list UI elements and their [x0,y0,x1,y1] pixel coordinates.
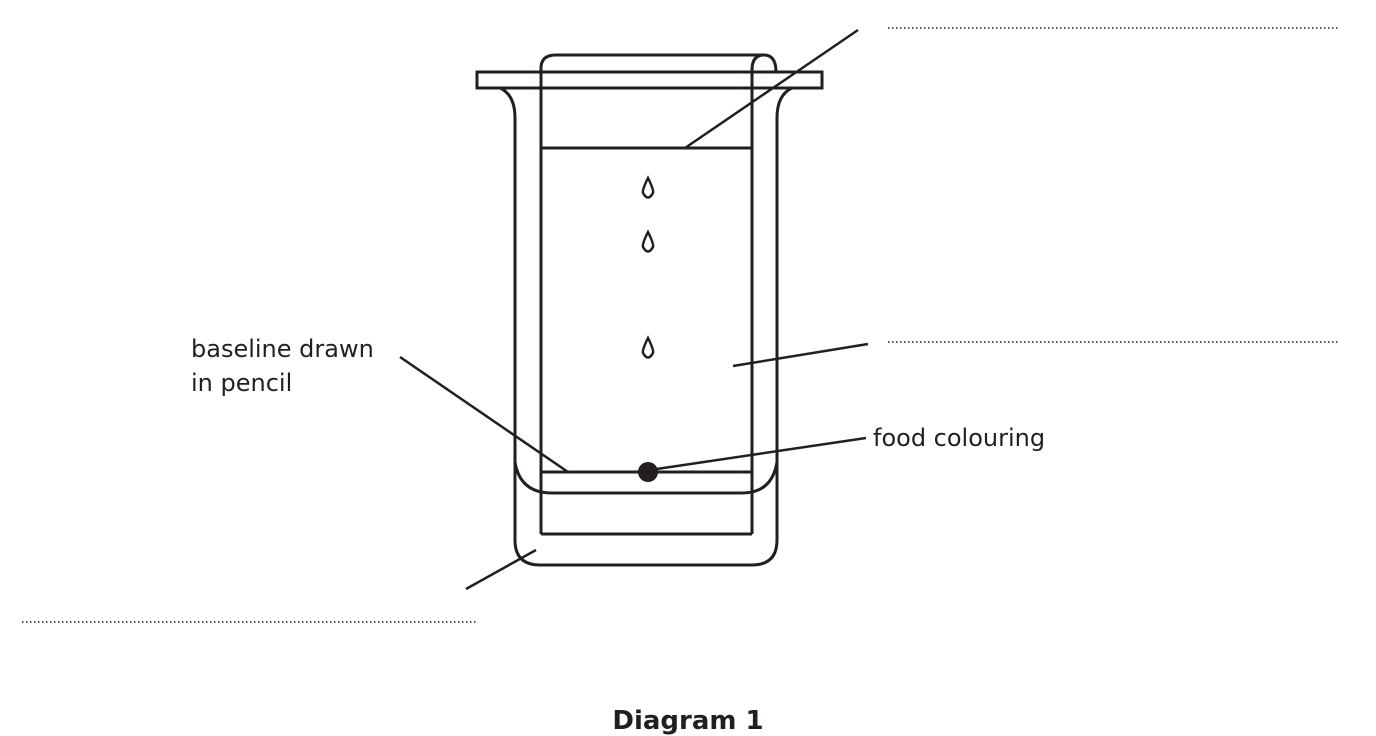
chromatography-paper [539,53,778,534]
beaker [499,86,793,567]
answer-lines [22,27,1340,623]
support-rod [475,70,824,90]
baseline-label-line2: in pencil [191,369,293,397]
baseline-label: baseline drawn in pencil [191,332,374,400]
food-colouring-label: food colouring [873,424,1046,452]
baseline-label-line1: baseline drawn [191,335,374,363]
separated-spots [641,175,655,359]
food-colouring-spot [638,462,658,482]
solvent-surface [513,461,779,495]
leader-lines [399,28,869,591]
diagram-title: Diagram 1 [612,706,764,736]
